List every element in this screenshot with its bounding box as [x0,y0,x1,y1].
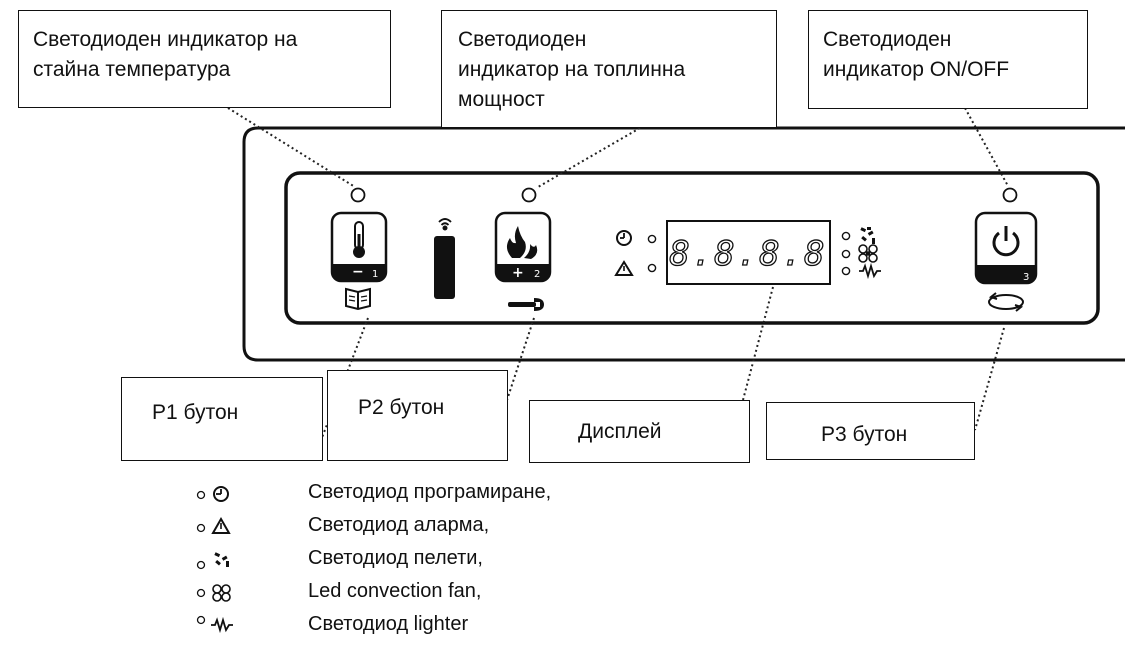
callout-line: индикатор на топлинна [458,58,686,81]
wrench-icon [508,298,544,311]
book-icon [345,287,371,311]
ir-receiver [434,236,455,299]
callout-label: P2 бутон [358,396,445,419]
display: 8.8.8.8 [666,220,831,285]
callout-display: Дисплей [529,400,750,463]
p2-button[interactable]: + 2 [494,211,552,283]
lighter-resistance-icon [196,615,233,634]
callout-line: Светодиоден индикатор на [33,28,298,51]
control-board [284,171,1100,325]
callout-p3-button: P3 бутон [766,402,975,460]
legend-label: Светодиод програмиране, [308,481,552,503]
legend-label: Светодиод аларма, [308,514,490,536]
room-temperature-led [350,187,366,203]
callout-line: мощност [458,88,545,111]
outer-panel-frame [242,126,1125,362]
legend-label: Светодиод lighter [308,613,469,635]
callout-label: P3 бутон [821,423,908,446]
callout-line: индикатор ON/OFF [823,58,1010,81]
callout-line: Светодиоден [458,28,587,51]
flame-icon [506,226,538,259]
legend-label: Светодиод пелети, [308,547,483,569]
p2-plus-symbol: + [512,265,524,281]
callout-label: P1 бутон [152,401,239,424]
p1-minus-symbol: − [352,264,364,280]
display-digits: 8.8.8.8 [669,234,826,274]
clock-icon [196,486,229,502]
fan-icon [858,244,878,263]
callout-p2-button: P2 бутон [327,370,508,461]
p3-number: 3 [1023,272,1029,283]
thermometer-icon [353,221,365,258]
p2-number: 2 [534,269,540,280]
fan-led [841,249,851,259]
callout-p1-button: P1 бутон [121,377,323,461]
clock-icon [616,230,632,246]
pellets-icon [860,227,875,244]
power-icon [992,226,1020,257]
programming-led [647,234,657,244]
callout-on-off-led: Светодиоден индикатор ON/OFF [808,10,1088,109]
pellets-led [841,231,851,241]
p1-button[interactable]: − 1 [330,211,388,283]
legend-label: Led convection fan, [308,580,482,602]
p1-number: 1 [372,269,378,280]
callout-room-temperature-led: Светодиоден индикатор на стайна температ… [18,10,391,108]
pellets-icon [196,552,229,570]
callout-heat-power-led: Светодиоден индикатор на топлинна мощнос… [441,10,777,128]
wifi-icon [438,218,452,231]
lighter-resistance-icon [859,262,881,280]
callout-line: стайна температура [33,58,231,81]
heat-power-led [521,187,537,203]
callout-label: Дисплей [578,420,662,443]
warning-triangle-icon [196,516,231,534]
callout-line: Светодиоден [823,28,952,51]
alarm-led [647,263,657,273]
warning-triangle-icon [614,260,634,276]
fan-icon [196,584,231,602]
lighter-led [841,266,851,276]
p3-button[interactable]: 3 [974,211,1038,285]
rotate-arrow-icon [988,292,1024,312]
on-off-led [1002,187,1018,203]
